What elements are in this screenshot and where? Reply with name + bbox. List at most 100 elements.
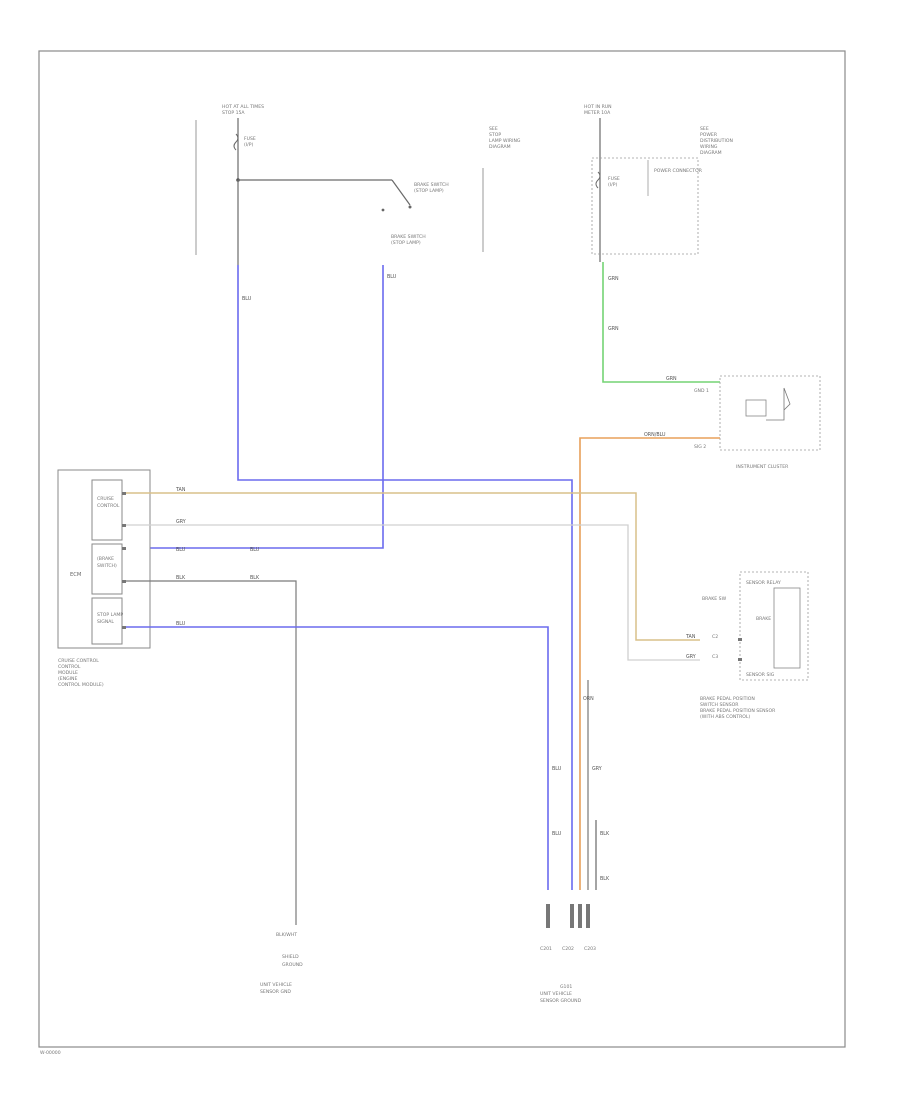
wire-ecm-blue-bottom — [126, 626, 549, 890]
left-fuse-line2: FUSE — [244, 136, 256, 142]
wire-label-w18: BLU — [552, 831, 562, 837]
ground-left-l2: SHIELD — [282, 954, 299, 960]
right-fuse-line2: FUSE — [608, 176, 620, 182]
ecm-label-2: CONTROL — [97, 503, 120, 509]
note-left-l4: DIAGRAM — [489, 144, 511, 150]
wire-label-w11: BLK — [176, 575, 186, 581]
cluster-internal — [766, 387, 791, 421]
cluster-pin-bottom: SIG 2 — [694, 444, 706, 450]
cluster-lamp-icon — [745, 399, 767, 417]
ecm-label-6: SIGNAL — [97, 619, 114, 625]
wire-green — [602, 262, 720, 383]
bottom-pin-1 — [546, 904, 550, 928]
stop-switch-blade — [391, 179, 411, 206]
stop-switch-contact — [408, 205, 412, 209]
sensor-label: SENSOR RELAY — [746, 580, 781, 586]
stop-switch-pin-a — [381, 208, 385, 212]
bottom-pin-4 — [586, 904, 590, 928]
ecm-label-3: (BRAKE — [97, 556, 114, 562]
wire-label-w5: GRN — [666, 376, 677, 382]
wire-stop-blue — [150, 265, 384, 549]
wire-orange — [579, 437, 720, 890]
wire-label-w7: TAN — [175, 487, 186, 493]
right-power-title: HOT IN RUN — [584, 104, 612, 110]
note-right-l3: DISTRIBUTION — [700, 138, 733, 144]
wire-label-w14: TAN — [685, 634, 696, 640]
left-fuse-line3: (I/P) — [244, 142, 253, 148]
ground-left-l1: BLK/WHT — [276, 932, 297, 938]
bottom-pin-label-3: C203 — [584, 946, 596, 952]
wire-label-w13: BLU — [176, 621, 186, 627]
sensor-caption-3: BRAKE PEDAL POSITION SENSOR — [700, 708, 776, 714]
ecm-caption-2: CONTROL — [58, 664, 81, 670]
sensor-pin-label-2: C3 — [712, 654, 718, 660]
ecm-name: ECM — [70, 572, 81, 578]
wire-label-w3: GRN — [608, 276, 619, 282]
left-fuse-icon — [233, 133, 239, 151]
sensor-top: BRAKE SW — [702, 596, 727, 602]
wire-label-w1: BLU — [242, 296, 252, 302]
wire-label-w12: BLK — [250, 575, 260, 581]
cluster-pin-top: GND 1 — [694, 388, 709, 394]
sensor-pin-2 — [738, 658, 742, 661]
wire-label-w2: BLU — [387, 274, 397, 280]
ecm-pin-2 — [122, 524, 126, 527]
wire-label-w8: GRY — [176, 519, 186, 525]
instrument-cluster-box — [719, 375, 821, 451]
sensor-inner-label: BRAKE — [756, 616, 771, 622]
note-left-l1: SEE — [489, 126, 498, 132]
note-right-l5: DIAGRAM — [700, 150, 722, 156]
wire-label-w4: GRN — [608, 326, 619, 332]
wire-label-w6: ORN/BLU — [644, 432, 666, 438]
ecm-caption-5: CONTROL MODULE) — [58, 682, 104, 688]
note-right-l2: POWER — [700, 132, 718, 138]
wire-label-w16: ORN — [583, 696, 594, 702]
diagram-code: W-00000 — [40, 1050, 61, 1056]
relay-box — [591, 157, 699, 255]
ecm-conn-1 — [91, 479, 123, 541]
ground-left-l5: SENSOR GND — [260, 989, 291, 995]
stop-switch-label2: (STOP LAMP) — [414, 188, 444, 194]
wire-left-blue — [237, 265, 573, 890]
ecm-caption-4: (ENGINE — [58, 676, 77, 682]
sensor-bottom: SENSOR SIG — [746, 672, 775, 678]
sensor-caption-1: BRAKE PEDAL POSITION — [700, 696, 755, 702]
wire-label-w19: GRY — [592, 766, 602, 772]
wire-label-w15: GRY — [686, 654, 696, 660]
ecm-caption-3: MODULE — [58, 670, 78, 676]
right-fuse-line3: (I/P) — [608, 182, 617, 188]
note-left-l3: LAMP WIRING — [489, 138, 521, 144]
ecm-conn-3 — [91, 597, 123, 645]
ecm-pin-4 — [122, 580, 126, 583]
sensor-caption-4: (WITH ABS CONTROL) — [700, 714, 750, 720]
bottom-pin-label-2: C202 — [562, 946, 574, 952]
ground-left-l4: UNIT VEHICLE — [260, 982, 292, 988]
ecm-caption-1: CRUISE CONTROL — [58, 658, 99, 664]
ecm-box — [57, 469, 151, 649]
relay-label: POWER CONNECTOR — [654, 168, 703, 174]
wire-label-w20: BLK — [600, 831, 610, 837]
note-left-l2: STOP — [489, 132, 501, 138]
wire-label-w21: BLK — [600, 876, 610, 882]
ecm-label-5: STOP LAMP — [97, 612, 123, 618]
left-fuse-label: STOP 15A — [222, 110, 245, 116]
stop-pin-label: BRAKE SWITCH — [391, 234, 426, 240]
ground-right-l1: G101 — [560, 984, 572, 990]
sensor-caption-2: SWITCH SENSOR — [700, 702, 739, 708]
right-fuse-label: METER 10A — [584, 110, 611, 116]
wire-label-w10: BLU — [250, 547, 260, 553]
wire-lgray — [126, 524, 700, 661]
ecm-label-4: SWITCH) — [97, 563, 117, 569]
right-fuse-icon — [595, 171, 601, 189]
ground-right-l2: UNIT VEHICLE — [540, 991, 572, 997]
stop-pin-label2: (STOP LAMP) — [391, 240, 421, 246]
ground-right-l3: SENSOR GROUND — [540, 998, 582, 1004]
cluster-label: INSTRUMENT CLUSTER — [736, 464, 789, 470]
ecm-pin-1 — [122, 492, 126, 495]
wire-label-w9: BLU — [176, 547, 186, 553]
ground-left-l3: GROUND — [282, 962, 303, 968]
ecm-label-1: CRUISE — [97, 496, 114, 502]
wire-black — [126, 580, 297, 925]
bottom-pin-2 — [570, 904, 574, 928]
